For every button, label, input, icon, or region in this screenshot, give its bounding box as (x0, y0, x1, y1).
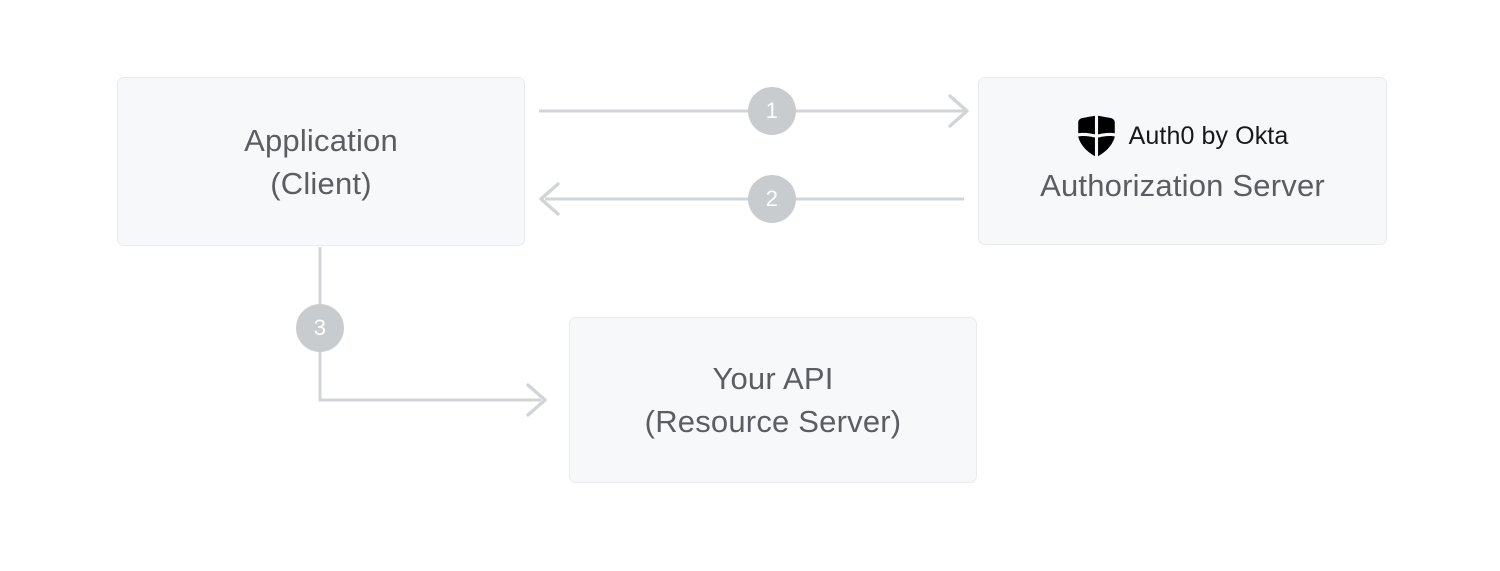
node-authorization-server[interactable]: Auth0 by Okta Authorization Server (978, 77, 1387, 245)
step-badge-1: 1 (748, 87, 796, 135)
step-badge-3: 3 (296, 304, 344, 352)
node-application[interactable]: Application (Client) (117, 77, 525, 246)
auth0-brand-name: Auth0 by Okta (1128, 122, 1289, 150)
node-application-line-2: (Client) (270, 165, 372, 201)
node-your-api-line-1: Your API (712, 361, 834, 396)
okta-shield-logo (1077, 115, 1115, 157)
flow-arrow-3 (318, 247, 547, 417)
node-your-api[interactable]: Your API (Resource Server) (569, 317, 977, 483)
node-application-line-1: Application (244, 122, 398, 158)
node-your-api-line-2: (Resource Server) (644, 404, 902, 439)
node-authorization-server-line-1: Authorization Server (1040, 168, 1325, 203)
auth0-brand-lockup: Auth0 by Okta (1077, 115, 1289, 157)
step-badge-2: 2 (748, 175, 796, 223)
